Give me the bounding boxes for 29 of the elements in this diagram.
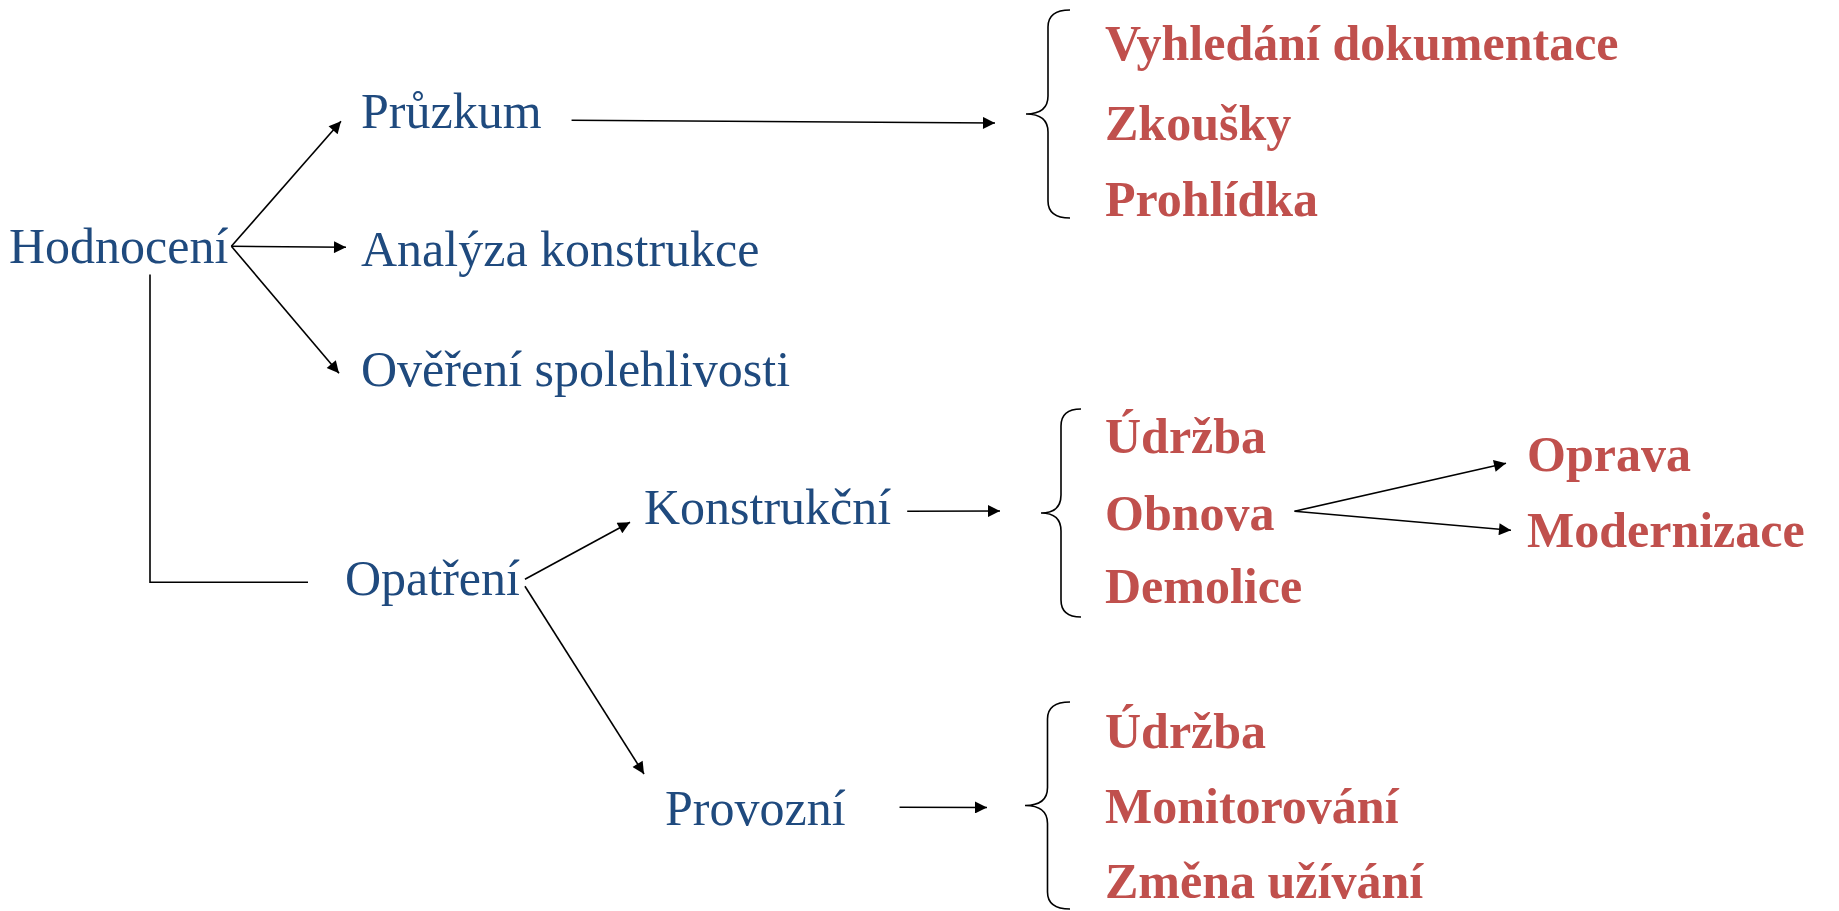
node-label: Analýza konstrukce [361,223,760,276]
node-label: Modernizace [1527,504,1805,557]
arrow [570,116,996,129]
node-label: Zkoušky [1105,97,1292,150]
arrow [230,245,340,375]
node-label: Oprava [1527,428,1691,481]
node-label: Opatření [345,552,520,605]
arrow [906,505,1001,518]
node-label: Obnova [1105,487,1275,540]
node-label: Provozní [665,782,846,835]
arrow [230,241,347,254]
node-label: Prohlídka [1105,173,1319,226]
node-label: Demolice [1105,560,1303,613]
node-label: Údržba [1105,705,1267,758]
node-label: Údržba [1105,410,1267,463]
arrow [898,801,988,814]
arrow [524,585,645,775]
node-label: Ověření spolehlivosti [361,343,791,396]
node-label: Průzkum [361,85,542,138]
arrow [1293,510,1512,536]
arrow [524,521,631,581]
node-label: Konstrukční [644,481,892,534]
node-label: Změna užívání [1105,855,1424,908]
node-label: Vyhledání dokumentace [1105,17,1619,70]
arrow [230,120,342,248]
connector-line [149,273,309,584]
node-label: Monitorování [1105,780,1399,833]
node-label: Hodnocení [9,220,229,273]
arrow [1293,460,1507,513]
